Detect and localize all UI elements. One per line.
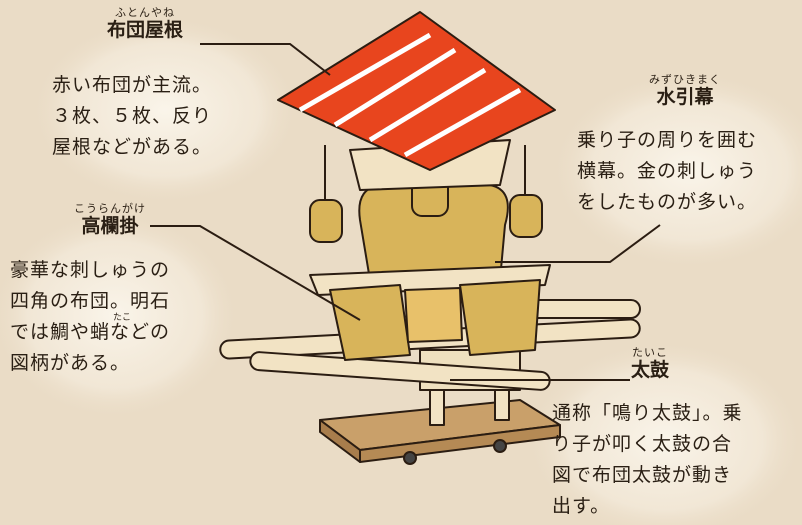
futon-yane-label: ふとんやね 布団屋根 [90, 6, 200, 42]
mizuhikimaku-title: 水引幕 [656, 86, 714, 108]
wheel [493, 439, 507, 453]
kourangake-cloth [329, 284, 411, 361]
leader-line-futon-yane [200, 43, 331, 76]
taiko-title: 太鼓 [630, 359, 669, 381]
mizuhikimaku-ruby: みずひきまく [649, 73, 721, 86]
kourangake-ruby: こうらんがけ [74, 202, 146, 215]
taiko-description: 通称「鳴り太鼓」。乗 り子が叩く太鼓の合 図で布団太鼓が動き 出す。 [552, 402, 743, 517]
futon-yane-ruby: ふとんやね [115, 6, 175, 19]
mizuhikimaku-description: 乗り子の周りを囲む 横幕。金の刺しゅう をしたものが多い。 [577, 129, 758, 213]
leader-line-mizuhikimaku [495, 224, 661, 263]
lantern [309, 199, 343, 243]
kourangake-label: こうらんがけ 高欄掛 [55, 202, 165, 238]
mizuhikimaku-label: みずひきまく 水引幕 [620, 73, 750, 109]
lantern [509, 194, 543, 238]
text-highlight [30, 15, 300, 205]
futon-roof [277, 11, 556, 171]
text-highlight [550, 70, 802, 270]
kourangake-description: 豪華な刺しゅうの 四角の布団。明石 では鯛や蛸などの 図柄がある。 [10, 259, 171, 374]
text-highlight [525, 340, 802, 525]
taiko-label: たいこ 太鼓 [625, 346, 675, 382]
leader-line-kourangake [150, 225, 361, 321]
taiko-ruby: たいこ [632, 346, 668, 359]
futon-yane-description: 赤い布団が主流。 ３枚、５枚、反り 屋根などがある。 [52, 74, 213, 158]
kourangake-title: 高欄掛 [81, 215, 139, 237]
text-highlight [0, 210, 240, 420]
kourangake-cloth [459, 279, 541, 356]
futon-yane-title: 布団屋根 [106, 19, 183, 41]
wheel [403, 451, 417, 465]
tako-ruby: たこ [113, 313, 132, 323]
kourangake-cloth [404, 287, 463, 343]
